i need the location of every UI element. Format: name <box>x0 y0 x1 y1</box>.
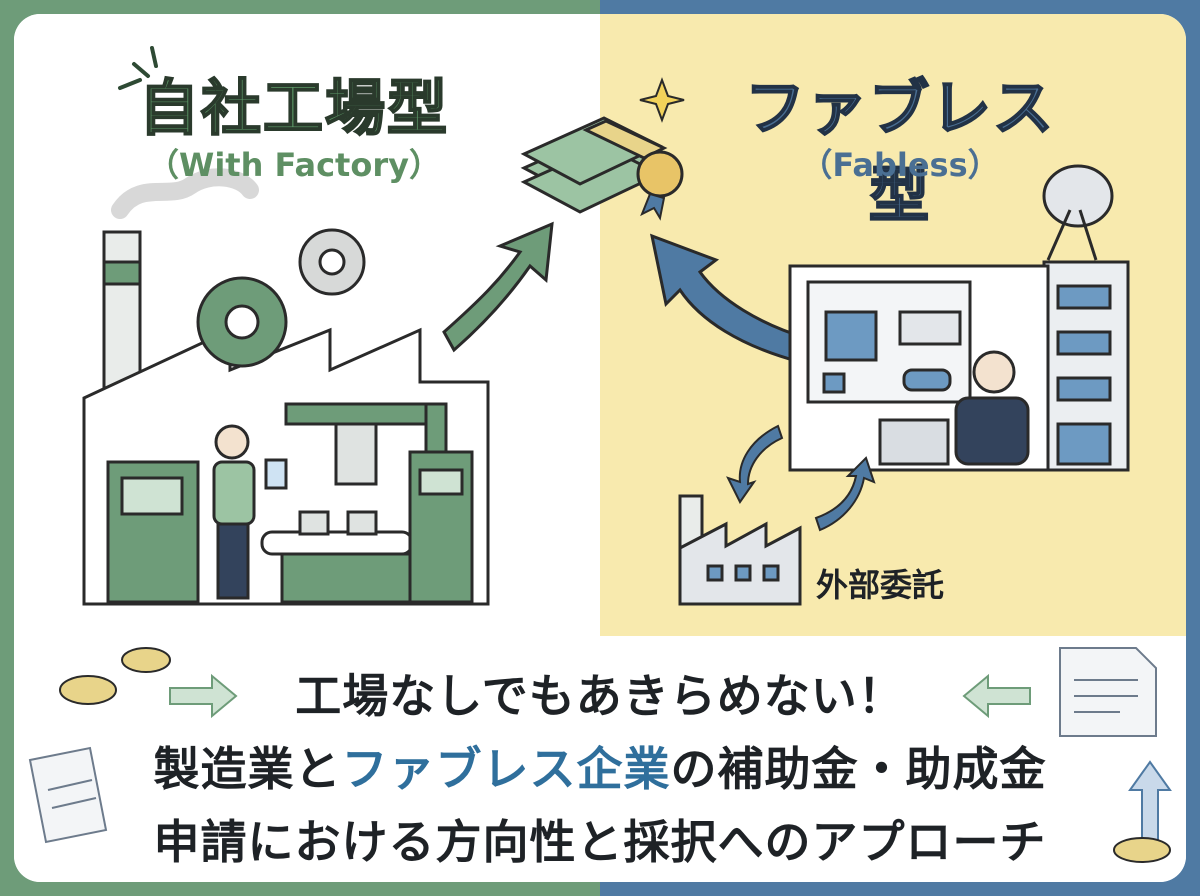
worker-icon <box>214 424 250 460</box>
office-building-illustration <box>788 164 1130 472</box>
left-arrow-icon <box>962 673 1031 719</box>
chimney-icon <box>102 230 142 394</box>
headline-line-3: 申請における方向性と採択へのアプローチ <box>153 815 1047 869</box>
headline-line-2-part-c: の補助金・助成金 <box>670 742 1047 796</box>
right-arrow-icon <box>169 673 238 719</box>
outsourcing-label: 外部委託 <box>816 566 945 604</box>
down-arrow-icon <box>726 424 784 504</box>
with-factory-title: 自社工場型 <box>138 73 449 145</box>
headline-line-2-part-a: 製造業と <box>153 742 342 796</box>
conveyor-icon <box>260 530 414 556</box>
fabless-subtitle: （Fabless） <box>800 146 1000 184</box>
businessman-icon <box>972 350 1016 394</box>
up-arrow-icon <box>814 456 876 532</box>
small-factory-icon <box>678 494 802 606</box>
up-arrow-icon <box>1128 760 1172 841</box>
headline-area <box>14 636 1186 882</box>
growth-arrow-icon <box>442 221 554 353</box>
laptop-icon <box>878 418 950 466</box>
smoke-icon <box>111 168 259 219</box>
document-icon <box>1059 647 1157 737</box>
with-factory-subtitle: （With Factory） <box>147 146 441 184</box>
shirt-icon <box>824 310 878 362</box>
headline-line-1: 工場なしでもあきらめない！ <box>295 669 905 723</box>
shoe-icon <box>902 368 952 392</box>
headline-fabless-highlight: ファブレス企業 <box>341 742 671 796</box>
coin-stack-icon <box>1113 837 1171 863</box>
coin-stack-icon <box>59 647 171 705</box>
satellite-dish-icon <box>1042 164 1114 228</box>
headline-line-2: 製造業とファブレス企業の補助金・助成金 <box>40 733 1160 799</box>
document-icon <box>28 746 108 844</box>
sparkle-icon <box>639 77 685 123</box>
award-badge-icon <box>636 150 684 198</box>
fabless-title: ファブレス型 <box>744 73 1055 232</box>
return-arrow-icon <box>649 233 808 364</box>
money-stack-icon <box>520 116 668 214</box>
factory-illustration <box>82 228 490 606</box>
sparkle-icon <box>118 46 158 90</box>
